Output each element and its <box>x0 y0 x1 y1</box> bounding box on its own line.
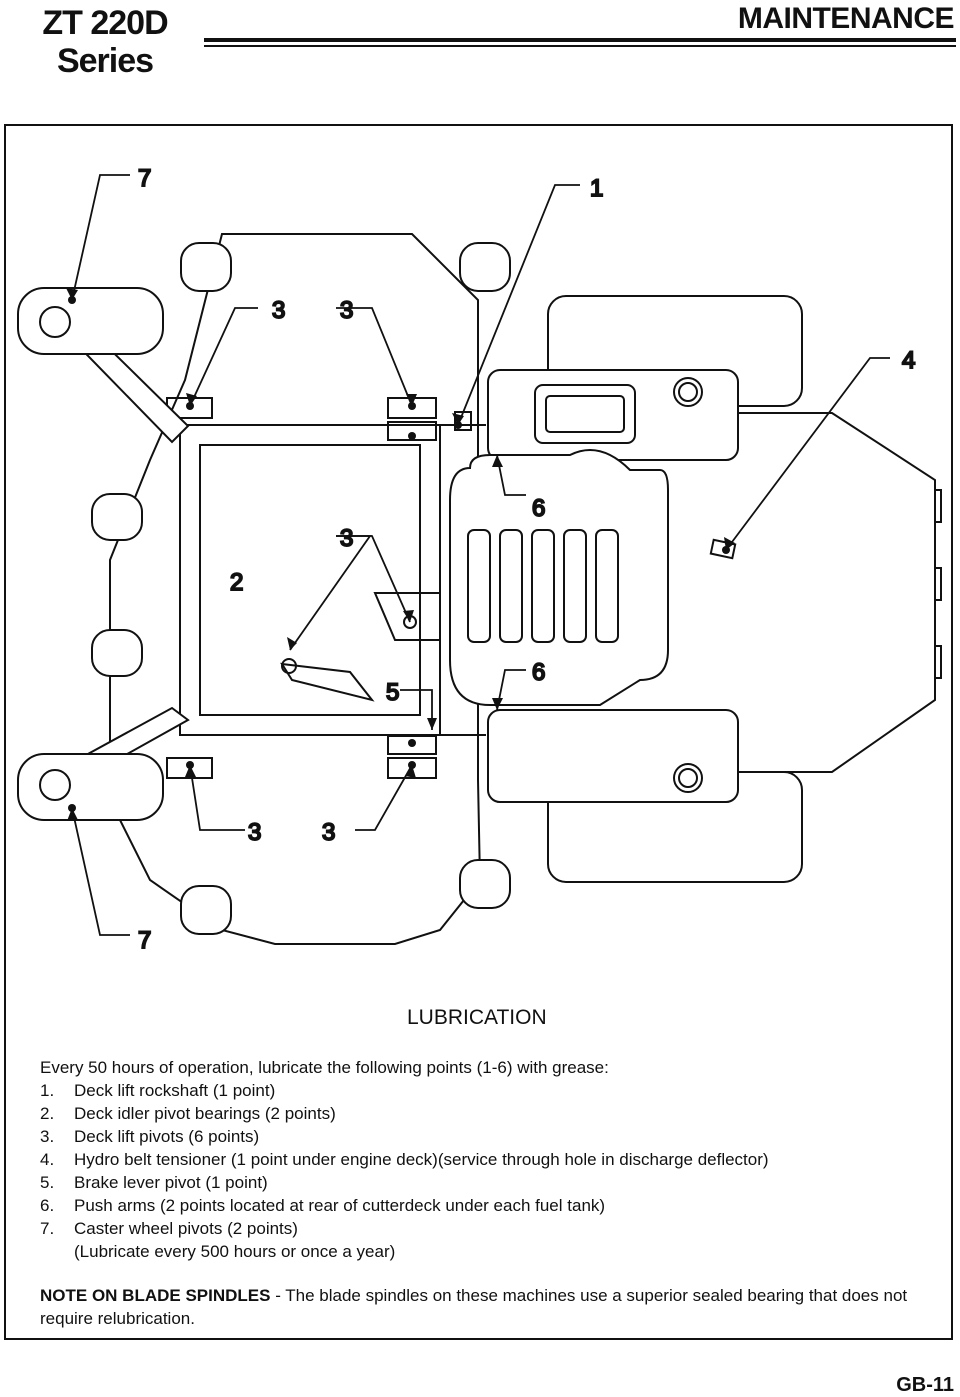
callout-3-c: 3 <box>340 525 353 552</box>
callout-3-b: 3 <box>340 297 353 324</box>
list-item: 1.Deck lift rockshaft (1 point) <box>40 1081 276 1100</box>
seat <box>449 449 669 706</box>
list-item: 2.Deck idler pivot bearings (2 points) <box>40 1104 336 1123</box>
section-title: MAINTENANCE <box>737 2 955 35</box>
lubrication-intro: Every 50 hours of operation, lubricate t… <box>40 1058 609 1077</box>
callout-6-top: 6 <box>532 495 545 522</box>
lubrication-title: LUBRICATION <box>407 1006 547 1029</box>
callout-7-top: 7 <box>138 165 151 192</box>
lubrication-list: 1.Deck lift rockshaft (1 point) 2.Deck i… <box>40 1079 769 1263</box>
model-title: ZT 220D Series <box>30 4 180 80</box>
list-item-subnote: (Lubricate every 500 hours or once a yea… <box>74 1242 396 1261</box>
list-item: 3.Deck lift pivots (6 points) <box>40 1127 260 1146</box>
list-item: 4.Hydro belt tensioner (1 point under en… <box>40 1150 769 1169</box>
list-item: 5.Brake lever pivot (1 point) <box>40 1173 268 1192</box>
blade-spindle-note: NOTE ON BLADE SPINDLES - The blade spind… <box>40 1284 920 1330</box>
engine-deck <box>695 412 936 773</box>
note-label: NOTE ON BLADE SPINDLES <box>40 1286 271 1305</box>
content-frame <box>4 124 953 1340</box>
callout-3-d: 3 <box>248 819 261 846</box>
callout-4: 4 <box>902 347 915 374</box>
callout-3-e: 3 <box>322 819 335 846</box>
callout-7-bottom: 7 <box>138 927 151 954</box>
fuel-tank-bottom <box>487 709 739 803</box>
list-item: 6.Push arms (2 points located at rear of… <box>40 1196 606 1215</box>
note-text: - The blade spindles on these machines u… <box>40 1286 908 1328</box>
header-rule-thin <box>204 45 956 47</box>
lubrication-diagram: 7 1 3 3 4 6 3 2 6 5 3 3 7 <box>17 164 942 955</box>
callout-1: 1 <box>590 175 603 202</box>
leader-lines <box>71 174 890 936</box>
fuel-tank-top <box>487 369 739 461</box>
model-line-1: ZT 220D <box>42 4 168 42</box>
model-line-2: Series <box>56 42 154 80</box>
callout-3-a: 3 <box>272 297 285 324</box>
mower-deck <box>109 233 482 945</box>
callout-6-bottom: 6 <box>532 659 545 686</box>
callout-2: 2 <box>230 569 243 596</box>
callout-5: 5 <box>386 679 399 706</box>
header-rule-thick <box>204 38 956 42</box>
list-item: 7.Caster wheel pivots (2 points)(Lubrica… <box>40 1217 769 1263</box>
anti-scalp-rollers <box>91 242 511 935</box>
page-number: GB-11 <box>896 1374 954 1396</box>
